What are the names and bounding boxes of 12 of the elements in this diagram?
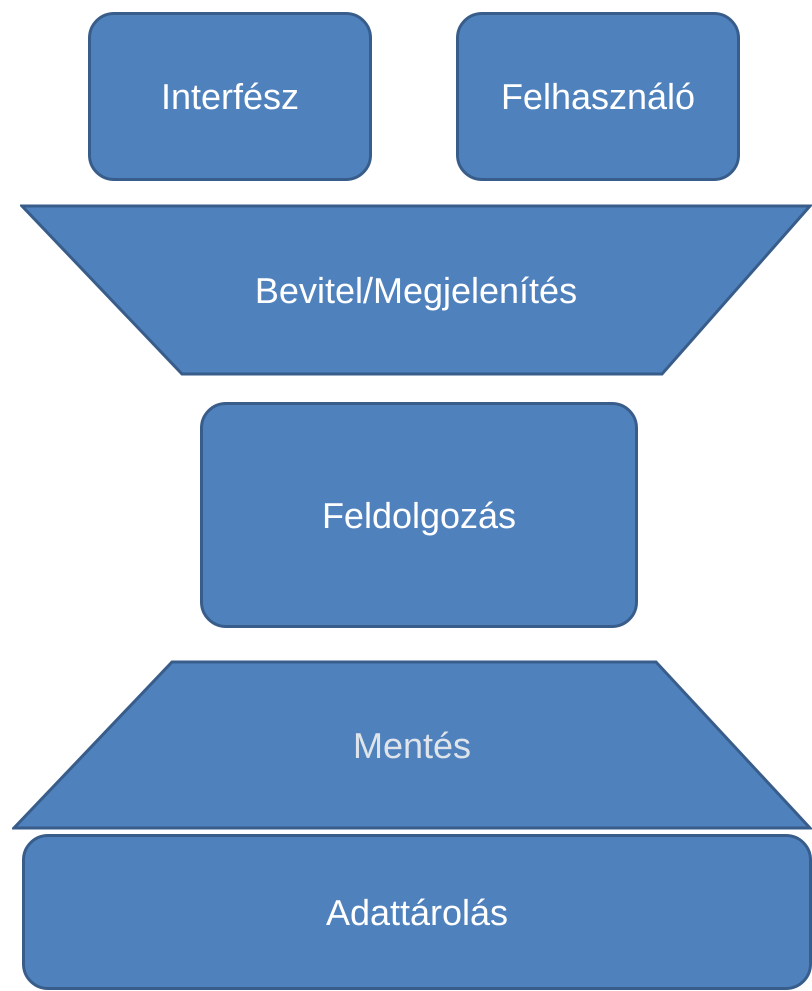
block-label: Adattárolás	[326, 890, 508, 934]
rounded-box	[200, 402, 638, 628]
block-label: Interfész	[160, 75, 300, 119]
rounded-box	[88, 12, 372, 181]
block-label: Felhasználó	[500, 75, 696, 119]
trapezoid	[12, 660, 812, 830]
block-label: Bevitel/Megjelenítés	[254, 268, 578, 312]
block-label: Mentés	[352, 724, 472, 768]
rounded-box	[22, 834, 812, 990]
block-label: Feldolgozás	[322, 494, 516, 538]
rounded-box	[456, 12, 740, 181]
inverted-trapezoid	[20, 204, 812, 376]
